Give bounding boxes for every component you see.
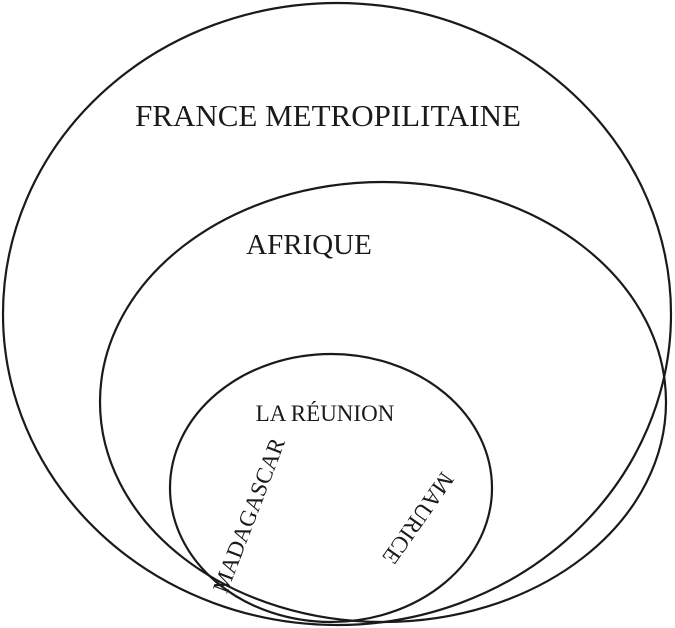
middle-circle-afrique xyxy=(98,180,668,624)
label-france-metropolitaine: FRANCE METROPILITAINE xyxy=(135,98,521,133)
label-madagascar: MADAGASCAR xyxy=(208,434,290,596)
label-la-reunion: LA RÉUNION xyxy=(256,401,395,426)
inner-circle-reunion xyxy=(168,352,494,624)
label-afrique: AFRIQUE xyxy=(246,229,372,261)
label-maurice: MAURICE xyxy=(377,468,458,569)
